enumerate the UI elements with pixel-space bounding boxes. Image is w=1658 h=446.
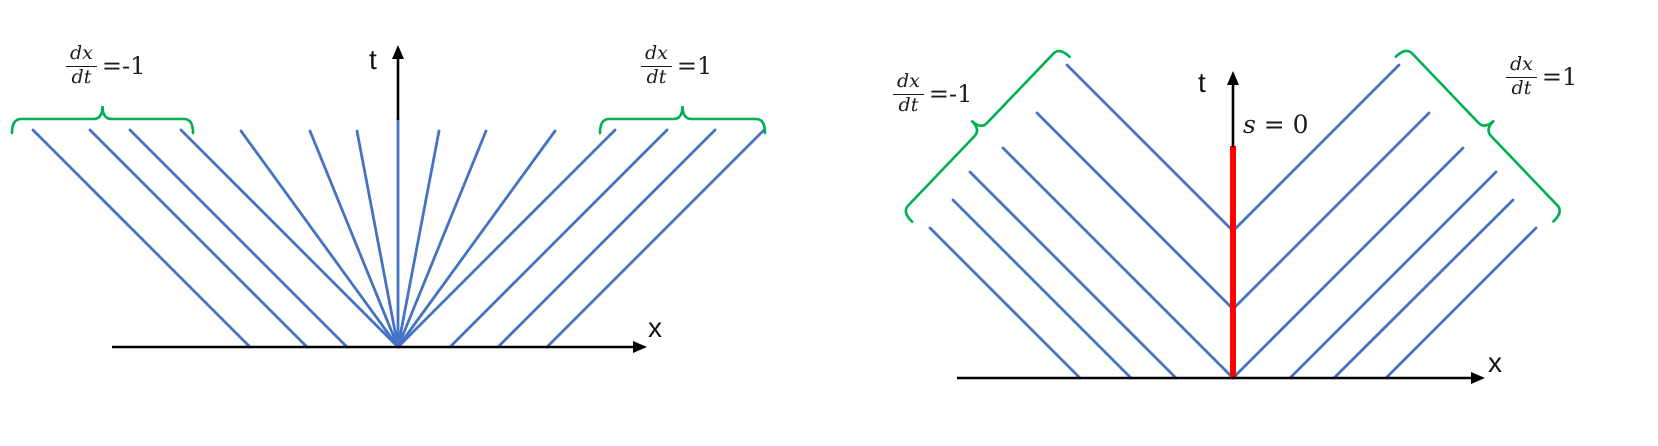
shock-position-label: s = 0 (1243, 112, 1309, 137)
dx-dt-fraction: dx dt (66, 43, 97, 88)
characteristic-line (1288, 170, 1498, 380)
left-brace-annotations (10, 105, 767, 135)
slope-value: =-1 (101, 51, 146, 80)
characteristic-line (1384, 226, 1538, 380)
fraction-numerator: dx (1506, 54, 1537, 78)
slope-group-brace (904, 49, 1071, 223)
characteristic-line (951, 198, 1133, 380)
characteristic-line (396, 129, 557, 349)
characteristic-line (88, 128, 309, 349)
characteristic-line (1231, 146, 1465, 380)
shock-value: = 0 (1255, 110, 1309, 139)
characteristic-line (1035, 111, 1235, 311)
characteristic-line (1231, 63, 1401, 233)
slope-group-brace (598, 105, 767, 135)
characteristic-line (355, 129, 400, 349)
right-t-axis-label: t (1198, 67, 1206, 98)
fraction-denominator: dt (646, 65, 667, 88)
right-x-axis-label: x (1488, 347, 1502, 378)
characteristic-line (308, 129, 400, 349)
right-diagram-slope-label-negative: dx dt =-1 (893, 71, 973, 116)
left-x-axis-label: x (648, 312, 662, 343)
shock-variable: s (1243, 110, 1256, 139)
slope-group-brace (10, 105, 195, 135)
slope-value: =1 (1541, 62, 1578, 91)
left-axes (112, 45, 647, 353)
dx-dt-fraction: dx dt (641, 43, 672, 88)
characteristic-line (1065, 63, 1235, 233)
fraction-numerator: dx (641, 43, 672, 67)
characteristic-line (396, 128, 617, 349)
characteristic-line (496, 128, 717, 349)
characteristic-line (128, 128, 349, 349)
characteristic-line (396, 129, 441, 349)
characteristic-line (179, 128, 400, 349)
characteristic-line (1332, 198, 1515, 380)
slope-value: =-1 (928, 79, 973, 108)
left-diagram-slope-label-positive: dx dt =1 (641, 43, 713, 88)
fraction-denominator: dt (71, 65, 92, 88)
right-axes (957, 71, 1485, 384)
characteristic-line (396, 129, 488, 349)
characteristic-line (1001, 146, 1235, 380)
right-characteristic-lines (928, 63, 1538, 380)
left-diagram-slope-label-negative: dx dt =-1 (66, 43, 146, 88)
left-characteristic-lines (31, 116, 766, 349)
fraction-numerator: dx (893, 71, 924, 95)
characteristic-line (1231, 111, 1431, 311)
left-t-axis-label: t (369, 44, 377, 75)
characteristic-line (968, 170, 1178, 380)
right-diagram-slope-label-positive: dx dt =1 (1506, 54, 1578, 99)
characteristic-line (448, 128, 669, 349)
fraction-denominator: dt (1511, 76, 1532, 99)
characteristic-line (545, 128, 766, 349)
dx-dt-fraction: dx dt (893, 71, 924, 116)
dx-dt-fraction: dx dt (1506, 54, 1537, 99)
slope-value: =1 (676, 51, 713, 80)
fraction-denominator: dt (898, 93, 919, 116)
fraction-numerator: dx (66, 43, 97, 67)
characteristic-line (239, 129, 400, 349)
characteristic-line (928, 226, 1082, 380)
characteristic-line (31, 128, 252, 349)
